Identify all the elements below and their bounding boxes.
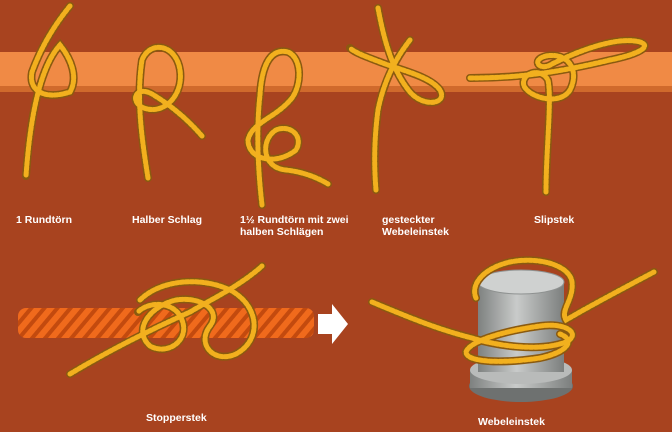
caption-webeleinstek: Webeleinstek xyxy=(478,416,545,428)
caption-halber-schlag: Halber Schlag xyxy=(132,214,203,226)
knot-slipstek xyxy=(466,36,649,196)
knot-halber-schlag xyxy=(131,43,206,182)
knot-rundtoern xyxy=(22,2,78,180)
caption-rundtoern-zwei-schlaege: 1½ Rundtörn mit zwei halben Schlägen xyxy=(240,214,349,238)
knot-webeleinstek xyxy=(368,256,658,366)
spar-top-shadow xyxy=(0,86,672,92)
caption-stopperstek: Stopperstek xyxy=(146,412,207,424)
right-arrow-icon xyxy=(318,304,348,344)
caption-gesteckter-webeleinstek: gesteckter Webeleinstek xyxy=(382,214,449,238)
caption-rundtoern: 1 Rundtörn xyxy=(16,214,72,226)
knot-gesteckter-webeleinstek xyxy=(346,4,446,194)
knot-stopperstek xyxy=(66,262,266,378)
knot-rundtoern-zwei-schlaege xyxy=(243,47,332,209)
caption-slipstek: Slipstek xyxy=(534,214,575,226)
